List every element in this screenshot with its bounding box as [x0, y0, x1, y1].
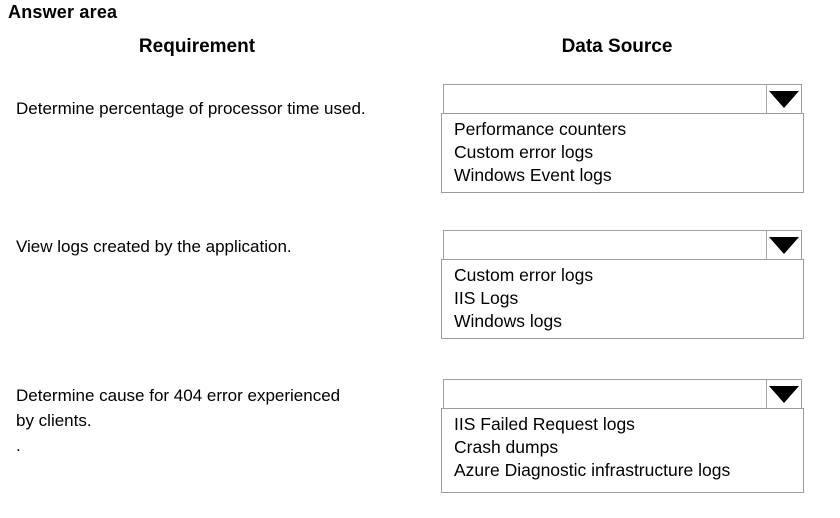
dropdown-selected-value — [444, 85, 766, 113]
dropdown-options-list-2: Custom error logs IIS Logs Windows logs — [441, 259, 804, 339]
dropdown-options-list-3: IIS Failed Request logs Crash dumps Azur… — [441, 408, 804, 493]
dropdown-option[interactable]: IIS Logs — [454, 288, 519, 308]
column-header-data-source: Data Source — [561, 36, 673, 57]
column-header-requirement: Requirement — [138, 36, 256, 57]
dropdown-option[interactable]: IIS Failed Request logs — [454, 414, 635, 434]
dropdown-option[interactable]: Azure Diagnostic infrastructure logs — [454, 460, 731, 480]
requirement-text-3: Determine cause for 404 error experience… — [16, 386, 341, 455]
dropdown-option[interactable]: Performance counters — [454, 119, 627, 139]
dropdown-arrow-button[interactable] — [766, 85, 801, 113]
triangle-down-icon — [769, 385, 799, 403]
dropdown-option[interactable]: Custom error logs — [454, 142, 594, 162]
dropdown-option[interactable]: Windows logs — [454, 311, 562, 331]
triangle-down-icon — [769, 90, 799, 108]
dropdown-arrow-button[interactable] — [766, 380, 801, 408]
dropdown-option[interactable]: Windows Event logs — [454, 165, 612, 185]
data-source-dropdown-2[interactable] — [443, 230, 802, 260]
dropdown-options-list-1: Performance counters Custom error logs W… — [441, 113, 804, 193]
dropdown-selected-value — [444, 231, 766, 259]
dropdown-arrow-button[interactable] — [766, 231, 801, 259]
data-source-dropdown-1[interactable] — [443, 84, 802, 114]
dropdown-option[interactable]: Crash dumps — [454, 437, 559, 457]
data-source-dropdown-3[interactable] — [443, 379, 802, 409]
answer-area-title: Answer area — [8, 2, 118, 22]
requirement-text-2: View logs created by the application. — [16, 237, 292, 256]
dropdown-option[interactable]: Custom error logs — [454, 265, 594, 285]
dropdown-selected-value — [444, 380, 766, 408]
triangle-down-icon — [769, 236, 799, 254]
requirement-text-1: Determine percentage of processor time u… — [16, 99, 366, 118]
